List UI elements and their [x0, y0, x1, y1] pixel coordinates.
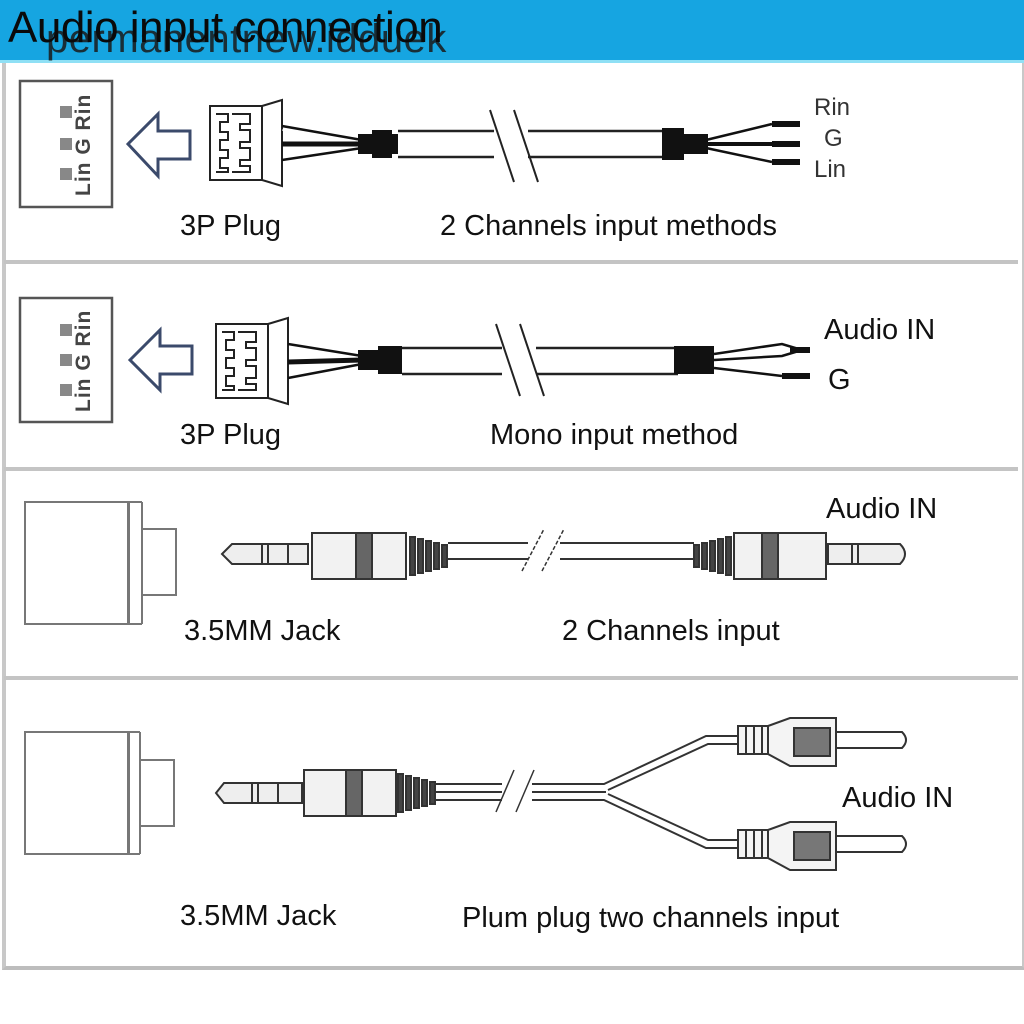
jack-socket-icon	[24, 731, 175, 855]
connector-label: 3P Plug	[180, 419, 282, 451]
wire-label-rin: Rin	[814, 94, 851, 121]
audio-in-label: Audio IN	[826, 493, 938, 525]
wire-label-lin: Lin	[814, 156, 847, 183]
3p-plug-icon	[215, 316, 289, 406]
3p-socket-icon	[18, 296, 114, 424]
panel-3p-stereo-drawing	[18, 79, 800, 209]
socket-pins-label: Lin G Rin	[72, 93, 95, 196]
3p-socket-icon	[18, 79, 114, 209]
panel-35mm-rca-drawing	[24, 717, 907, 871]
wire-bundle-right	[713, 342, 803, 378]
wire-bundle-right	[705, 122, 773, 164]
wire-label-g: G	[828, 364, 851, 396]
wire-label-audio-in: Audio IN	[824, 314, 936, 346]
panel-35mm-rca: Audio IN 3.5MM Jack Plum plug two channe…	[6, 680, 1018, 966]
panel-divider	[4, 676, 1018, 680]
connector-label: 3.5MM Jack	[184, 615, 341, 647]
insert-arrow-icon	[127, 326, 194, 394]
insert-arrow-icon	[125, 110, 192, 180]
wire-label-g: G	[824, 125, 843, 152]
panel-35mm-stereo: Audio IN 3.5MM Jack 2 Channels input	[6, 471, 1018, 676]
panel-3p-mono-drawing	[18, 296, 810, 424]
method-label: 2 Channels input methods	[440, 210, 777, 242]
35mm-plug-right-icon	[693, 532, 906, 580]
jack-socket-icon	[24, 501, 177, 625]
3p-plug-icon	[209, 98, 283, 188]
socket-pins-label: Lin G Rin	[72, 309, 95, 412]
audio-in-label: Audio IN	[842, 782, 954, 814]
panel-divider	[4, 467, 1018, 471]
panel-divider	[4, 260, 1018, 264]
header-bar: permanentnew.idduek Audio input connecti…	[0, 0, 1024, 63]
heat-shrink-right	[674, 346, 714, 374]
panel-35mm-stereo-drawing	[24, 501, 906, 625]
wire-bundle-left	[287, 342, 363, 380]
wire-bundle-left	[281, 124, 363, 162]
method-label: Plum plug two channels input	[462, 902, 840, 934]
page-title: Audio input connection	[8, 3, 443, 52]
panel-3p-stereo: Lin G Rin Rin G Lin 3P Plug 2 Channels i…	[6, 64, 1018, 260]
35mm-plug-left-icon	[220, 532, 448, 580]
rca-plug-bottom-icon	[737, 821, 907, 871]
diagram-frame	[2, 63, 1024, 970]
method-label: 2 Channels input	[562, 615, 780, 647]
35mm-plug-icon	[214, 769, 436, 817]
panel-3p-mono: Lin G Rin Audio IN G 3P Plug Mono input …	[6, 264, 1018, 467]
connector-label: 3P Plug	[180, 210, 282, 242]
y-split-cable	[436, 735, 738, 849]
connector-label: 3.5MM Jack	[180, 900, 337, 932]
method-label: Mono input method	[490, 419, 739, 451]
watermark-text: permanentnew.idduek	[46, 17, 447, 61]
rca-plug-top-icon	[737, 717, 907, 767]
